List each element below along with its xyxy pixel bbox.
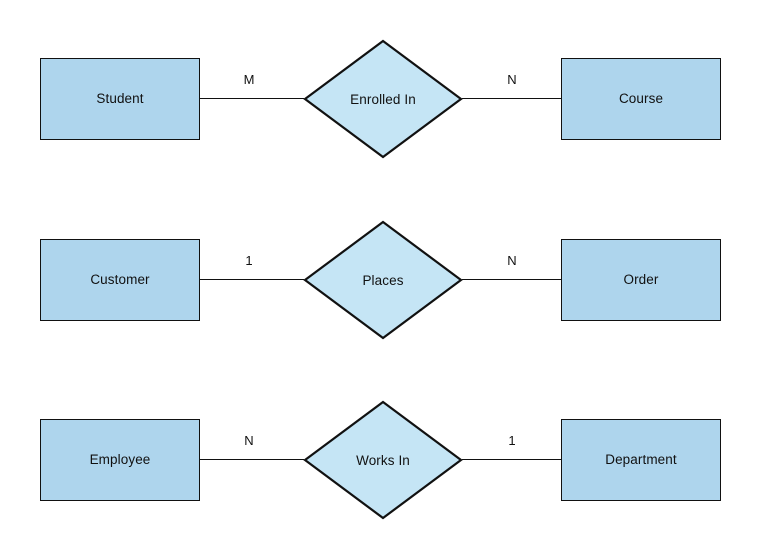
cardinality-label-left: N: [244, 433, 254, 448]
entity-customer[interactable]: Customer: [40, 239, 200, 321]
connector-line-left: [200, 459, 304, 460]
relationship-enrolled-in[interactable]: Enrolled In: [303, 39, 463, 159]
diamond-shape: [303, 220, 463, 340]
entity-label: Course: [618, 90, 664, 106]
entity-department[interactable]: Department: [561, 419, 721, 501]
connector-line-left: [200, 279, 304, 280]
connector-line-right: [462, 459, 561, 460]
relationship-works-in[interactable]: Works In: [303, 400, 463, 520]
diamond-shape: [303, 39, 463, 159]
entity-label: Student: [96, 90, 144, 106]
entity-course[interactable]: Course: [561, 58, 721, 140]
er-relationship-row: Student M Enrolled In N Course: [0, 39, 761, 179]
entity-student[interactable]: Student: [40, 58, 200, 140]
entity-order[interactable]: Order: [561, 239, 721, 321]
er-relationship-row: Employee N Works In 1 Department: [0, 400, 761, 540]
entity-label: Employee: [89, 451, 151, 467]
er-relationship-row: Customer 1 Places N Order: [0, 220, 761, 360]
connector-line-left: [200, 98, 304, 99]
entity-label: Order: [623, 271, 659, 287]
cardinality-label-left: M: [243, 72, 255, 87]
relationship-places[interactable]: Places: [303, 220, 463, 340]
entity-label: Customer: [90, 271, 150, 287]
cardinality-label-right: N: [507, 253, 517, 268]
entity-employee[interactable]: Employee: [40, 419, 200, 501]
connector-line-right: [462, 279, 561, 280]
cardinality-label-right: N: [507, 72, 517, 87]
connector-line-right: [462, 98, 561, 99]
diamond-shape: [303, 400, 463, 520]
entity-label: Department: [605, 451, 677, 467]
cardinality-label-right: 1: [508, 433, 516, 448]
cardinality-label-left: 1: [245, 253, 253, 268]
